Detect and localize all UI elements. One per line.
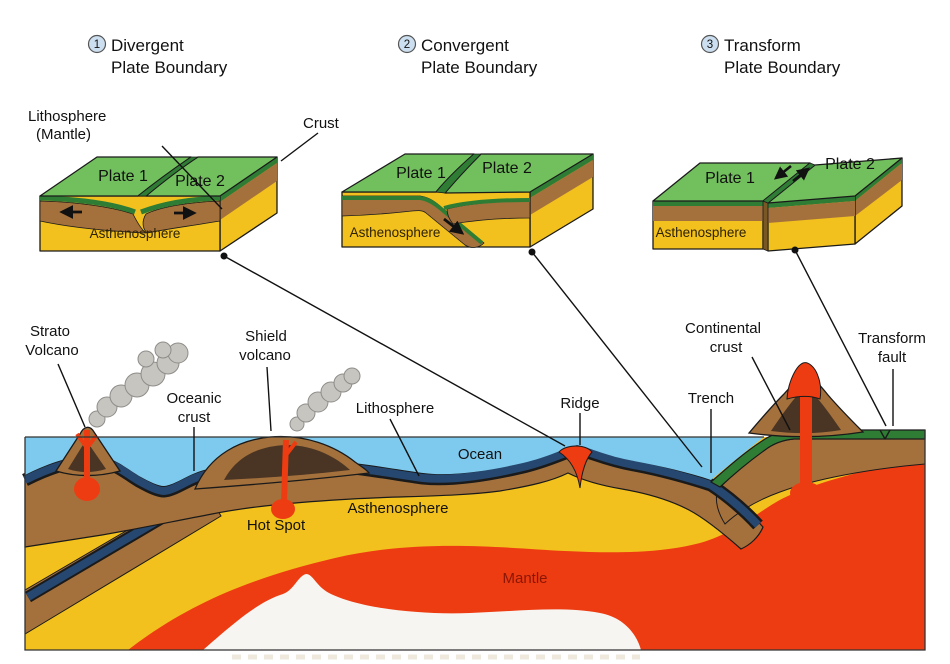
cross-section xyxy=(22,341,926,660)
label-strato-volcano-line1: Strato xyxy=(30,323,70,340)
badge-number: 1 xyxy=(94,39,100,51)
label-plate1-divergent: Plate 1 xyxy=(98,168,148,185)
connector-divergent-to-ridge xyxy=(223,255,566,447)
label-shield-volcano-line1: Shield xyxy=(245,328,287,345)
label-oceanic-crust-line1: Oceanic xyxy=(166,390,222,407)
divergent-block-diagram xyxy=(39,156,278,252)
label-asthenosphere-transform: Asthenosphere xyxy=(656,225,747,240)
label-ocean: Ocean xyxy=(458,446,502,463)
lava-eruption xyxy=(786,362,822,400)
ocean-water xyxy=(25,437,764,486)
smoke-plume xyxy=(88,341,189,428)
heading-convergent: 2 Convergent Plate Boundary xyxy=(397,34,538,77)
label-transform-fault-line1: Transform xyxy=(858,330,926,347)
heading-line1: Divergent xyxy=(111,36,184,55)
label-plate2-transform: Plate 2 xyxy=(825,156,875,173)
heading-transform: 3 Transform Plate Boundary xyxy=(700,34,841,77)
number-badge-1 xyxy=(87,34,107,54)
label-transform-fault-line2: fault xyxy=(878,349,907,366)
heading-line2: Plate Boundary xyxy=(111,58,228,77)
label-plate1-convergent: Plate 1 xyxy=(396,165,446,182)
heading-divergent: 1 Divergent Plate Boundary xyxy=(87,34,228,77)
heading-line2: Plate Boundary xyxy=(724,58,841,77)
hot-spot-magma xyxy=(271,499,295,519)
label-continental-crust-line2: crust xyxy=(710,339,743,356)
label-crust: Crust xyxy=(303,115,340,132)
oceanic-crust-band xyxy=(22,442,763,530)
heading-line1: Transform xyxy=(724,36,801,55)
label-oceanic-crust-line2: crust xyxy=(178,409,211,426)
leader-lithosphere-mantle xyxy=(161,145,223,210)
label-asthenosphere-divergent: Asthenosphere xyxy=(90,226,181,241)
label-ridge: Ridge xyxy=(560,395,599,412)
connector-dots xyxy=(220,246,799,260)
number-badge-2 xyxy=(397,34,417,54)
label-lithosphere-mantle-line2: (Mantle) xyxy=(36,126,91,143)
label-hot-spot: Hot Spot xyxy=(247,517,306,534)
number-badge-3 xyxy=(700,34,720,54)
subduction-arrow xyxy=(443,217,465,235)
label-lithosphere: Lithosphere xyxy=(356,400,434,417)
smoke-plume xyxy=(289,367,361,432)
leader-crust xyxy=(280,132,319,162)
label-asthenosphere-section: Asthenosphere xyxy=(348,500,449,517)
label-plate1-transform: Plate 1 xyxy=(705,170,755,187)
ridge-magma xyxy=(558,445,593,489)
badge-number: 2 xyxy=(404,39,410,51)
heading-line1: Convergent xyxy=(421,36,509,55)
label-continental-crust-line1: Continental xyxy=(685,320,761,337)
label-plate2-convergent: Plate 2 xyxy=(482,160,532,177)
strato-volcano xyxy=(54,341,189,501)
transform-arrow-right xyxy=(792,167,811,183)
shield-volcano xyxy=(193,367,371,519)
label-asthenosphere-convergent: Asthenosphere xyxy=(350,225,441,240)
section-frame xyxy=(24,430,926,651)
leader-strato-volcano xyxy=(57,363,86,428)
connector-transform-to-fault xyxy=(794,249,887,427)
badge-number: 3 xyxy=(707,39,713,51)
connector-convergent-to-trench xyxy=(531,251,703,468)
transform-fault-notch xyxy=(879,429,891,440)
label-trench: Trench xyxy=(688,390,734,407)
continental-volcano xyxy=(747,362,865,504)
transform-arrow-left xyxy=(773,164,792,180)
leader-lithosphere xyxy=(389,418,420,477)
heading-line2: Plate Boundary xyxy=(421,58,538,77)
label-shield-volcano-line2: volcano xyxy=(239,347,291,364)
label-plate2-divergent: Plate 2 xyxy=(175,173,225,190)
label-strato-volcano-line2: Volcano xyxy=(25,342,78,359)
mantle-cutout-shape xyxy=(203,574,641,650)
transform-block-diagram xyxy=(652,157,903,252)
leader-shield-volcano xyxy=(266,366,272,432)
leader-lines xyxy=(57,132,894,477)
label-lithosphere-mantle-line1: Lithosphere xyxy=(28,108,106,125)
convergent-block-diagram xyxy=(341,153,594,248)
leader-continental-crust xyxy=(751,356,791,431)
label-mantle: Mantle xyxy=(502,570,547,587)
